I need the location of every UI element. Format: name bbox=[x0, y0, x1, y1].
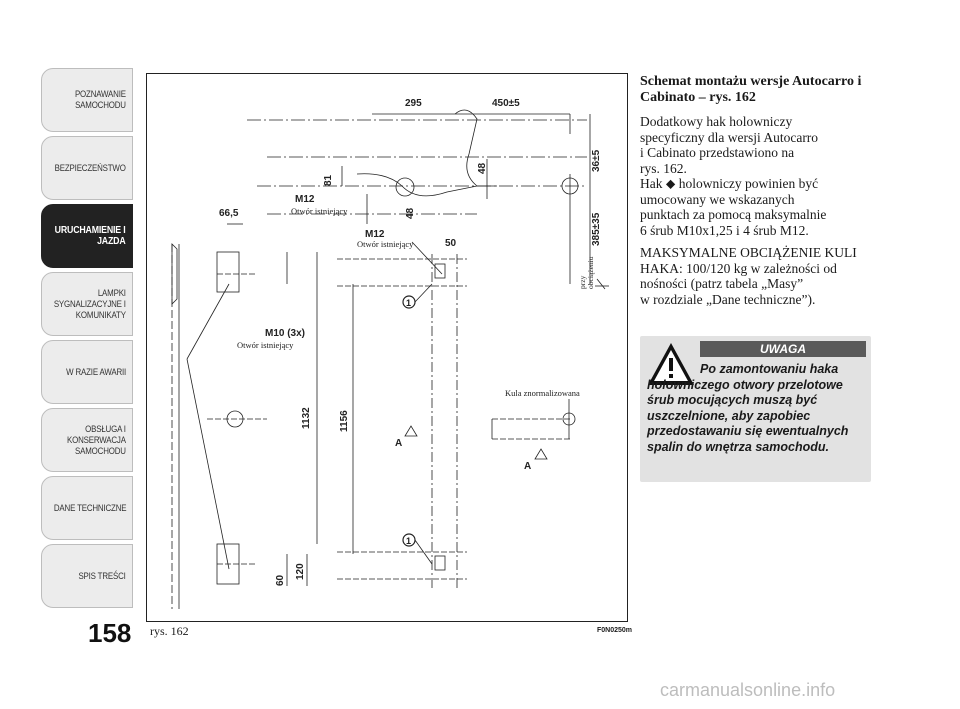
label-m12-b: M12 bbox=[365, 229, 385, 240]
tab-bezpieczenstwo[interactable]: BEZPIECZEŃSTWO bbox=[41, 136, 133, 200]
label-a2: A bbox=[524, 461, 531, 472]
technical-drawing: 295 450±5 36±5 385±35 48 48 81 50 66,5 1… bbox=[146, 73, 628, 622]
tab-dane[interactable]: DANE TECHNICZNE bbox=[41, 476, 133, 540]
tab-lampki[interactable]: LAMPKI SYGNALIZACYJNE I KOMUNIKATY bbox=[41, 272, 133, 336]
dim-120: 120 bbox=[295, 563, 306, 580]
tab-obsluga[interactable]: OBSŁUGA I KONSERWACJA SAMOCHODU bbox=[41, 408, 133, 472]
dim-665: 66,5 bbox=[219, 208, 239, 219]
label-a1: A bbox=[395, 438, 402, 449]
tab-spis[interactable]: SPIS TREŚCI bbox=[41, 544, 133, 608]
dim-60: 60 bbox=[275, 574, 286, 586]
dim-50: 50 bbox=[445, 238, 457, 249]
callout-1-a: 1 bbox=[406, 298, 411, 308]
dim-36: 36±5 bbox=[591, 149, 602, 172]
label-m10: M10 (3x) bbox=[265, 328, 305, 339]
figure-caption: rys. 162 bbox=[150, 624, 189, 638]
tab-label: BEZPIECZEŃSTWO bbox=[54, 162, 126, 173]
warning-text: Po zamontowaniu haka holowniczego otwory… bbox=[647, 362, 849, 454]
tab-label: W RAZIE AWARII bbox=[66, 366, 126, 377]
hole-label-2: Otwór istniejący bbox=[357, 239, 414, 249]
dim-48-b: 48 bbox=[405, 207, 416, 219]
paragraph-2: MAKSYMALNE OBCIĄŻENIE KULI HAKA: 100/120… bbox=[640, 245, 857, 307]
figure-code: F0N0250m bbox=[597, 627, 633, 634]
section-title: Schemat montażu wersje Autocarro i Cabin… bbox=[640, 74, 862, 105]
hole-label-1: Otwór istniejący bbox=[291, 206, 348, 216]
page-number: 158 bbox=[88, 618, 132, 648]
tab-label: URUCHAMIENIE I JAZDA bbox=[55, 225, 126, 247]
tab-poznawanie[interactable]: POZNAWANIE SAMOCHODU bbox=[41, 68, 133, 132]
dim-48-a: 48 bbox=[477, 162, 488, 174]
dim-385: 385±35 bbox=[591, 212, 602, 246]
ball-label: Kula znormalizowana bbox=[505, 388, 580, 398]
load-label: przyobciążeniu bbox=[578, 256, 595, 289]
warning-box: UWAGA Po zamontowaniu haka holowniczego … bbox=[640, 336, 871, 482]
exclamation-triangle-icon bbox=[648, 343, 694, 385]
warning-heading: UWAGA bbox=[700, 341, 866, 357]
drawing-svg: 295 450±5 36±5 385±35 48 48 81 50 66,5 1… bbox=[171, 98, 609, 609]
hole-label-3: Otwór istniejący bbox=[237, 340, 294, 350]
paragraph-1: Dodatkowy hak holowniczy specyficzny dla… bbox=[640, 114, 827, 238]
tab-label: POZNAWANIE SAMOCHODU bbox=[75, 89, 126, 110]
callout-1-b: 1 bbox=[406, 536, 411, 546]
tab-label: OBSŁUGA I KONSERWACJA SAMOCHODU bbox=[67, 423, 126, 456]
tab-label: LAMPKI SYGNALIZACYJNE I KOMUNIKATY bbox=[53, 287, 126, 320]
text-column: Schemat montażu wersje Autocarro i Cabin… bbox=[640, 74, 875, 314]
tab-label: DANE TECHNICZNE bbox=[53, 502, 127, 513]
dim-295: 295 bbox=[405, 98, 422, 109]
tab-label: SPIS TREŚCI bbox=[78, 570, 126, 581]
dim-81: 81 bbox=[323, 174, 334, 186]
dim-450: 450±5 bbox=[492, 98, 520, 109]
dim-1156: 1156 bbox=[339, 410, 350, 432]
chapter-tabs: POZNAWANIE SAMOCHODU BEZPIECZEŃSTWO URUC… bbox=[41, 68, 133, 612]
label-m12-a: M12 bbox=[295, 194, 315, 205]
tab-uruchamienie[interactable]: URUCHAMIENIE I JAZDA bbox=[41, 204, 133, 268]
watermark: carmanualsonline.info bbox=[660, 680, 836, 700]
dim-1132: 1132 bbox=[301, 407, 312, 429]
tab-awarii[interactable]: W RAZIE AWARII bbox=[41, 340, 133, 404]
